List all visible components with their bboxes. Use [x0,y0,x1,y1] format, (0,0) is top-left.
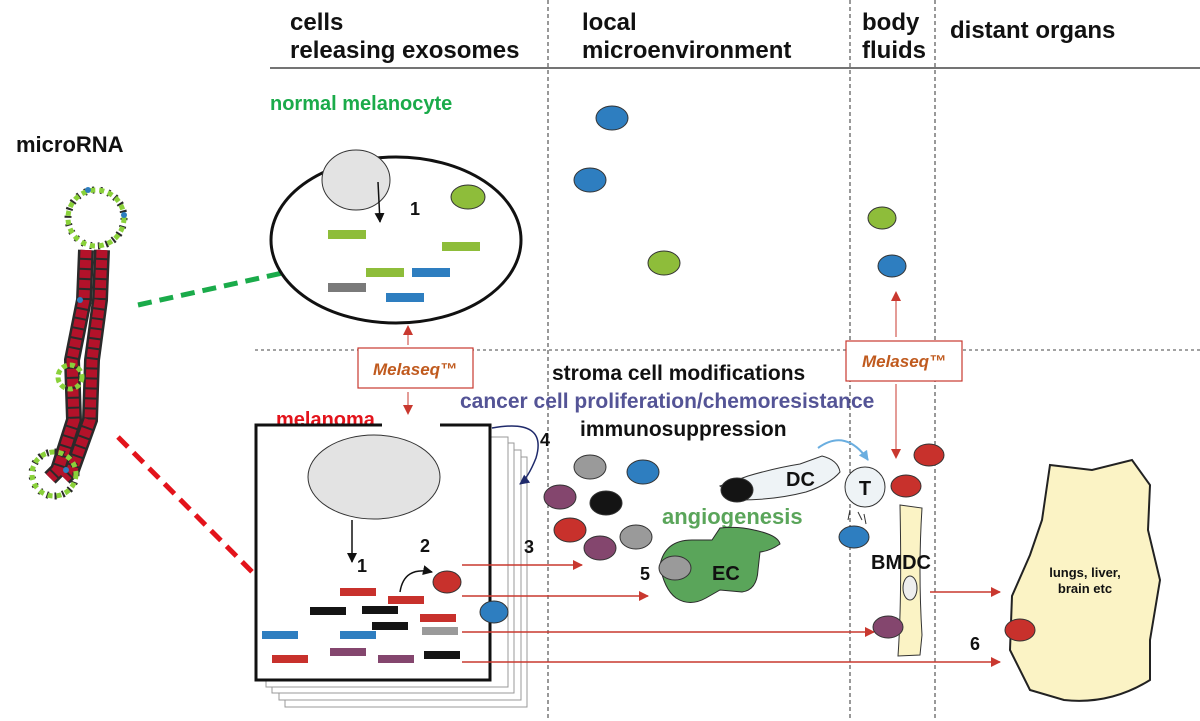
bmdc-cell: BMDC [871,504,931,657]
mirna-bar [372,622,408,630]
mirna-bar [362,606,398,614]
curved-arrow-2 [399,565,433,593]
mirna-bar [330,648,366,656]
mirna-bar [310,607,346,615]
mirna-bar [340,631,376,639]
step-1-melanocyte: 1 [410,199,420,219]
header-distant-organs: distant organs [950,17,1115,44]
autocrine-arrow-4 [491,425,539,485]
melaseq-label-right: Melaseq™ [862,352,946,371]
angiogenesis-label: angiogenesis [662,504,803,529]
mirna-bar [388,596,424,604]
header-body: body [862,9,920,36]
organ-label-line2: brain etc [1058,581,1112,596]
mirna-bar [412,268,450,277]
ec-label: EC [712,563,740,585]
header-local: local [582,9,637,36]
microrna-label: microRNA [16,132,124,157]
exosome-green [867,206,897,230]
mirna-bar [378,655,414,663]
exosome-blue [595,105,629,131]
normal-melanocyte-label: normal melanocyte [270,93,452,115]
endothelial-cell: EC [658,526,781,603]
mirna-bar [442,242,480,251]
header-fluids: fluids [862,37,926,64]
mirna-bar [366,268,404,277]
header-cells: cells [290,9,343,36]
melanocyte-arrow-1 [374,181,385,223]
mirna-bar [424,651,460,659]
melaseq-box-left: Melaseq™ [357,325,474,415]
mirna-bar [340,588,376,596]
normal-melanocyte-cell: 1 [269,149,523,325]
dc-label: DC [786,469,815,491]
exosome-blue [573,167,607,193]
immunosuppression-label: immunosuppression [580,418,787,441]
step-2: 2 [420,536,430,556]
distant-organ: lungs, liver, brain etc [1004,458,1162,702]
melanocyte-exosome-green [450,184,486,210]
organ-label-line1: lungs, liver, [1049,565,1121,580]
exosome-blue [479,600,509,624]
exosome-cluster [543,454,660,561]
header-releasing-exosomes: releasing exosomes [290,37,519,64]
stroma-label: stroma cell modifications [552,362,805,385]
step-4: 4 [540,430,550,450]
exosome-transfer-arrows [462,560,1001,667]
melaseq-label-left: Melaseq™ [373,360,457,379]
exosome-blue [877,254,907,278]
step-1-melanoma: 1 [357,556,367,576]
mirna-bar [386,293,424,302]
mirna-bar [272,655,308,663]
mirna-bar [262,631,298,639]
mirna-bar [422,627,458,635]
dc-to-t-arrow [817,439,869,461]
melanoma-nucleus [307,434,441,520]
t-cell: T [838,466,886,549]
exosome-red [432,570,462,594]
exosome-red [913,443,945,467]
bmdc-label: BMDC [871,552,931,574]
step-6: 6 [970,634,980,654]
melanoma-cell-stack: 1 2 [254,423,528,708]
mirna-bar [420,614,456,622]
microrna-hairpin-icon [28,186,128,500]
melaseq-box-right: Melaseq™ [845,291,963,459]
exosome-red [890,474,922,498]
t-label: T [859,478,871,500]
melanocyte-nucleus [321,149,391,211]
header-microenvironment: microenvironment [582,37,791,64]
dendritic-cell: DC [718,439,869,503]
step-3: 3 [524,537,534,557]
mirna-bar [328,230,366,239]
mirna-bar [328,283,366,292]
step-5: 5 [640,564,650,584]
proliferation-label: cancer cell proliferation/chemoresistanc… [460,390,874,413]
exosome-green [647,250,681,276]
